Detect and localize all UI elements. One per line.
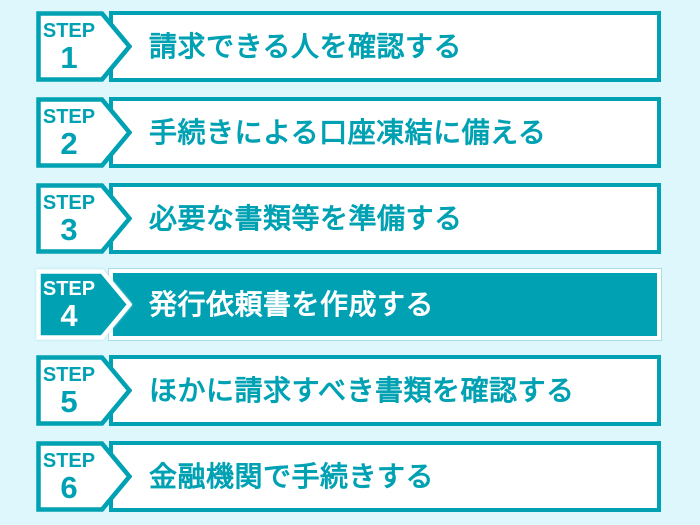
arrow-pentagon-icon — [36, 97, 132, 168]
step-badge-label: STEP 5 — [36, 355, 102, 426]
step-number: 3 — [60, 211, 78, 247]
arrow-pentagon-icon — [36, 355, 132, 426]
step-number: 5 — [60, 383, 78, 419]
step-word: STEP — [42, 105, 96, 128]
arrow-pentagon-icon — [36, 183, 132, 254]
step-title-box: ほかに請求すべき書類を確認する — [109, 355, 661, 426]
step-badge-label: STEP 1 — [36, 11, 102, 82]
step-row-3: 必要な書類等を準備する STEP 3 — [36, 183, 665, 254]
step-number: 1 — [60, 39, 78, 75]
step-title: ほかに請求すべき書類を確認する — [149, 374, 575, 406]
step-title: 請求できる人を確認する — [149, 30, 462, 62]
step-badge: STEP 2 — [36, 97, 132, 168]
step-row-2: 手続きによる口座凍結に備える STEP 2 — [36, 97, 665, 168]
step-word: STEP — [42, 191, 96, 214]
step-title: 発行依頼書を作成する — [149, 288, 435, 320]
step-badge: STEP 3 — [36, 183, 132, 254]
step-title-box: 発行依頼書を作成する — [109, 269, 661, 340]
step-number: 6 — [60, 469, 78, 505]
step-badge-label: STEP 6 — [36, 441, 102, 512]
step-title-box: 手続きによる口座凍結に備える — [109, 97, 661, 168]
step-row-5: ほかに請求すべき書類を確認する STEP 5 — [36, 355, 665, 426]
step-title: 手続きによる口座凍結に備える — [149, 116, 547, 148]
step-title-box: 請求できる人を確認する — [109, 11, 661, 82]
step-word: STEP — [42, 363, 96, 386]
step-number: 4 — [60, 297, 78, 333]
step-badge-label: STEP 3 — [36, 183, 102, 254]
step-title-box: 金融機関で手続きする — [109, 441, 661, 512]
step-word: STEP — [42, 19, 96, 42]
step-number: 2 — [60, 125, 78, 161]
arrow-pentagon-icon — [36, 269, 132, 340]
step-title: 必要な書類等を準備する — [149, 202, 463, 234]
step-badge: STEP 1 — [36, 11, 132, 82]
step-title: 金融機関で手続きする — [149, 460, 435, 492]
step-word: STEP — [42, 277, 96, 300]
step-badge-label: STEP 4 — [36, 269, 102, 340]
arrow-pentagon-icon — [36, 441, 132, 512]
step-row-1: 請求できる人を確認する STEP 1 — [36, 11, 665, 82]
step-word: STEP — [42, 449, 96, 472]
step-badge: STEP 4 — [36, 269, 132, 340]
step-row-4: 発行依頼書を作成する STEP 4 — [36, 269, 665, 340]
step-title-box: 必要な書類等を準備する — [109, 183, 661, 254]
step-badge: STEP 6 — [36, 441, 132, 512]
step-row-6: 金融機関で手続きする STEP 6 — [36, 441, 665, 512]
arrow-pentagon-icon — [36, 11, 132, 82]
step-badge-label: STEP 2 — [36, 97, 102, 168]
step-badge: STEP 5 — [36, 355, 132, 426]
